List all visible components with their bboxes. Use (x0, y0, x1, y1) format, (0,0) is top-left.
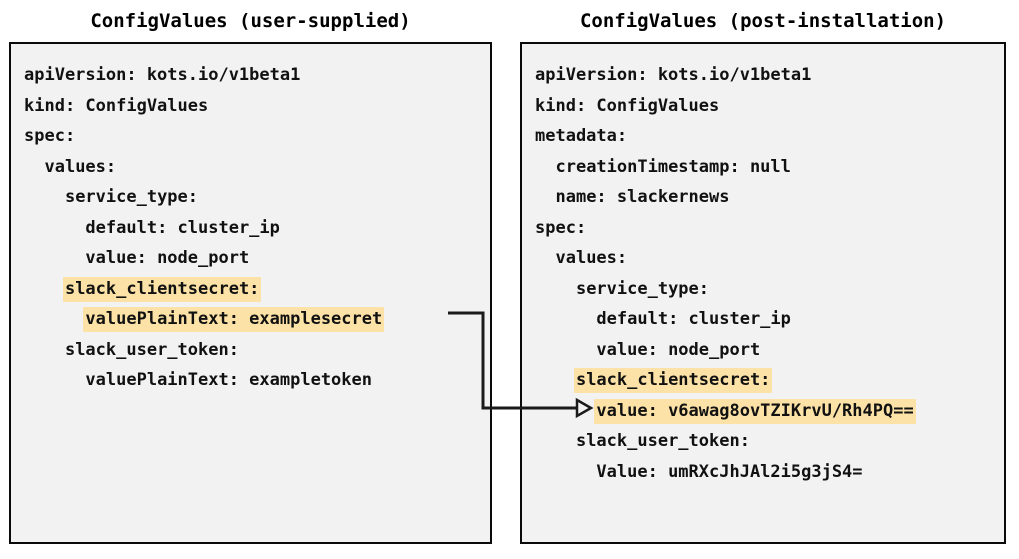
yaml-line: value: node_port (22, 243, 486, 274)
yaml-indent (22, 370, 83, 390)
config-values-post-installation-panel: apiVersion: kots.io/v1beta1 kind: ConfigV… (520, 42, 1006, 544)
yaml-indent (533, 462, 594, 482)
yaml-line: valuePlainText: exampletoken (22, 365, 486, 396)
yaml-line: default: cluster_ip (22, 213, 486, 244)
yaml-line-text-highlighted: slack_clientsecret: (573, 368, 773, 393)
panel-title-post-installation: ConfigValues (post-installation) (579, 10, 947, 32)
yaml-line: values: (533, 243, 1000, 274)
yaml-indent (533, 340, 594, 360)
yaml-line-text: kind: ConfigValues (535, 95, 720, 116)
yaml-line-text: creationTimestamp: null (555, 156, 791, 177)
yaml-line-text: default: cluster_ip (85, 217, 280, 238)
yaml-indent (533, 370, 574, 390)
yaml-line-text-highlighted: valuePlainText: examplesecret (83, 307, 385, 332)
yaml-line: kind: ConfigValues (533, 91, 1000, 122)
yaml-line: Value: umRXcJhJAl2i5g3jS4= (533, 457, 1000, 488)
yaml-line-text: values: (555, 248, 628, 268)
yaml-indent (22, 279, 63, 299)
yaml-indent (22, 187, 63, 207)
yaml-line: name: slackernews (533, 182, 1000, 213)
yaml-line: valuePlainText: examplesecret (22, 304, 486, 335)
config-values-user-supplied-panel: apiVersion: kots.io/v1beta1 kind: ConfigV… (9, 42, 492, 544)
yaml-line: creationTimestamp: null (533, 152, 1000, 183)
panel-title-user-supplied: ConfigValues (user-supplied) (90, 10, 411, 32)
yaml-line-text-highlighted: slack_clientsecret: (62, 276, 262, 302)
yaml-line-text: slack_user_token: (575, 431, 750, 451)
yaml-line-text: spec: (535, 217, 587, 238)
yaml-line-text: spec: (24, 126, 76, 146)
yaml-code-block-user-supplied: apiVersion: kots.io/v1beta1 kind: ConfigV… (22, 60, 486, 396)
yaml-indent (22, 218, 83, 238)
yaml-line-text: apiVersion: kots.io/v1beta1 (535, 65, 812, 85)
yaml-line-text: default: cluster_ip (596, 309, 791, 329)
yaml-line-text: apiVersion: kots.io/v1beta1 (24, 65, 301, 85)
yaml-line: value: v6awag8ovTZIKrvU/Rh4PQ== (533, 396, 1000, 427)
yaml-line: value: node_port (533, 335, 1000, 366)
yaml-line: kind: ConfigValues (22, 91, 486, 122)
yaml-line: default: cluster_ip (533, 304, 1000, 335)
yaml-indent (533, 431, 574, 451)
yaml-line: service_type: (22, 182, 486, 213)
yaml-line: apiVersion: kots.io/v1beta1 (22, 60, 486, 91)
yaml-line-text: values: (44, 156, 117, 177)
yaml-line-text: name: slackernews (555, 187, 730, 207)
yaml-line-text: service_type: (575, 278, 710, 299)
yaml-line: spec: (22, 121, 486, 152)
yaml-line: metadata: (533, 121, 1000, 152)
yaml-indent (533, 279, 574, 299)
yaml-indent (22, 248, 83, 268)
yaml-indent (22, 340, 63, 360)
yaml-indent (22, 309, 83, 329)
yaml-indent (533, 157, 553, 177)
yaml-line-text: kind: ConfigValues (24, 95, 209, 116)
yaml-line: service_type: (533, 274, 1000, 305)
yaml-line: slack_clientsecret: (22, 274, 486, 305)
yaml-indent (533, 309, 594, 329)
yaml-code-block-post-installation: apiVersion: kots.io/v1beta1 kind: ConfigV… (533, 60, 1000, 487)
yaml-indent (22, 157, 42, 177)
yaml-line-text: slack_user_token: (64, 339, 239, 360)
yaml-line: spec: (533, 213, 1000, 244)
yaml-indent (533, 248, 553, 268)
yaml-line-text: value: node_port (596, 339, 761, 360)
yaml-line-text: service_type: (64, 187, 199, 207)
yaml-line: slack_user_token: (22, 335, 486, 366)
yaml-line-text: Value: umRXcJhJAl2i5g3jS4= (596, 461, 863, 482)
yaml-line-text: value: node_port (85, 248, 250, 268)
yaml-line-text-highlighted: value: v6awag8ovTZIKrvU/Rh4PQ== (594, 398, 916, 424)
yaml-line: slack_clientsecret: (533, 365, 1000, 396)
yaml-line: values: (22, 152, 486, 183)
yaml-line-text: valuePlainText: exampletoken (85, 370, 372, 390)
yaml-line-text: metadata: (535, 126, 628, 146)
yaml-indent (533, 401, 594, 421)
yaml-line: slack_user_token: (533, 426, 1000, 457)
yaml-line: apiVersion: kots.io/v1beta1 (533, 60, 1000, 91)
yaml-indent (533, 187, 553, 207)
